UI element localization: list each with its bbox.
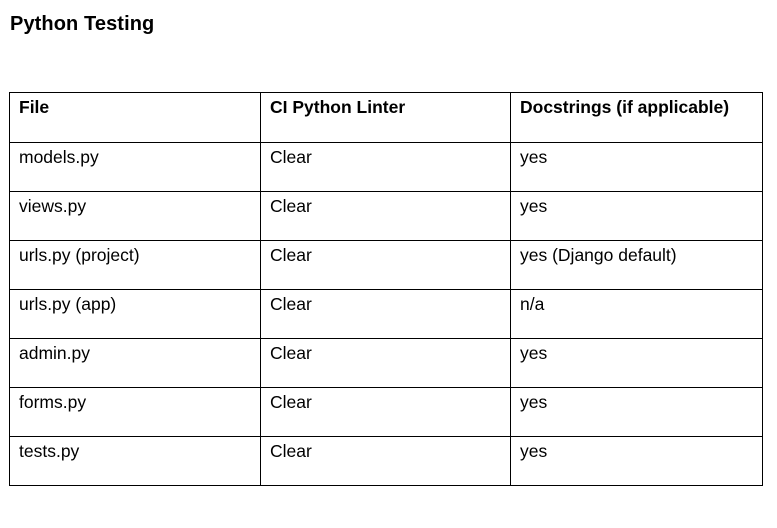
column-header-file: File [9, 92, 261, 143]
python-testing-table: File CI Python Linter Docstrings (if app… [9, 92, 763, 486]
column-header-linter: CI Python Linter [260, 92, 511, 143]
docstrings-cell: n/a [510, 289, 763, 339]
docstrings-cell: yes [510, 436, 763, 486]
page-title: Python Testing [10, 13, 155, 35]
file-cell: models.py [9, 142, 261, 192]
linter-cell: Clear [260, 387, 511, 437]
linter-cell: Clear [260, 289, 511, 339]
file-cell: urls.py (app) [9, 289, 261, 339]
docstrings-cell: yes (Django default) [510, 240, 763, 290]
table-header-row: File CI Python Linter Docstrings (if app… [9, 92, 763, 143]
table-row: tests.py Clear yes [9, 436, 763, 486]
docstrings-cell: yes [510, 142, 763, 192]
table-row: urls.py (app) Clear n/a [9, 289, 763, 339]
file-cell: forms.py [9, 387, 261, 437]
docstrings-cell: yes [510, 338, 763, 388]
linter-cell: Clear [260, 338, 511, 388]
table-row: admin.py Clear yes [9, 338, 763, 388]
docstrings-cell: yes [510, 387, 763, 437]
table-row: forms.py Clear yes [9, 387, 763, 437]
file-cell: admin.py [9, 338, 261, 388]
linter-cell: Clear [260, 191, 511, 241]
docstrings-cell: yes [510, 191, 763, 241]
table-row: models.py Clear yes [9, 142, 763, 192]
linter-cell: Clear [260, 240, 511, 290]
table-row: views.py Clear yes [9, 191, 763, 241]
file-cell: views.py [9, 191, 261, 241]
table-row: urls.py (project) Clear yes (Django defa… [9, 240, 763, 290]
file-cell: tests.py [9, 436, 261, 486]
linter-cell: Clear [260, 142, 511, 192]
file-cell: urls.py (project) [9, 240, 261, 290]
linter-cell: Clear [260, 436, 511, 486]
column-header-docstrings: Docstrings (if applicable) [510, 92, 763, 143]
